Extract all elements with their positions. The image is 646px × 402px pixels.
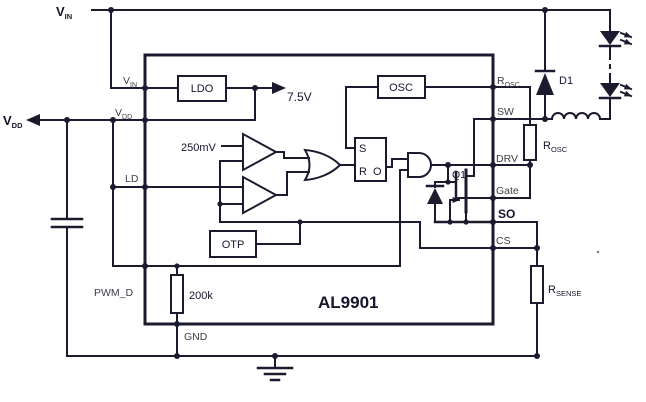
ldo-output-arrow (272, 82, 286, 94)
wire-otp-output (255, 221, 301, 245)
pin-label-drv: DRV (496, 153, 518, 165)
capacitor-input (50, 119, 84, 357)
label-d1: D1 (559, 75, 573, 87)
comparator-top (242, 132, 279, 172)
ground-symbol (256, 355, 294, 382)
pin-label-rosc: ROSC (497, 75, 520, 89)
label-200k: 200k (189, 290, 213, 302)
otp-block (209, 230, 257, 258)
led-2 (598, 83, 633, 120)
print-artifact-dot (596, 250, 600, 254)
wire-vdd-line (26, 114, 256, 126)
zener-gate-protection (425, 181, 445, 223)
wire-drv-gate-tie (492, 159, 531, 199)
label-7v5: 7.5V (287, 90, 312, 104)
wire-comp-bottom-to-or (275, 171, 310, 196)
wire-q1-drain (465, 118, 475, 177)
wire-tie-vdd-ld-pwmd (112, 119, 409, 267)
resistor-rsense (530, 247, 544, 357)
wire-osc-to-rosc-pin (424, 86, 531, 126)
label-rosc-external: ROSC (543, 140, 568, 154)
led1-light-arrow-2 (619, 38, 633, 46)
led2-light-arrow-1 (619, 83, 633, 91)
diode-d1 (534, 9, 556, 120)
pin-label-gnd: GND (184, 331, 208, 343)
label-250mv: 250mV (181, 142, 217, 154)
pin-label-vdd: VDD (115, 107, 132, 121)
ic-part-number: AL9901 (318, 293, 378, 312)
otp-label: OTP (222, 239, 245, 251)
resistor-rosc (492, 124, 537, 199)
wire-latch-out-to-and (385, 158, 409, 168)
osc-label: OSC (389, 82, 413, 94)
sr-latch (354, 137, 387, 182)
latch-set-label: S (359, 143, 366, 155)
vdd-arrow (26, 114, 40, 126)
wire-comparator-inverting-tie (219, 160, 244, 223)
wire-vin-top-rail (91, 9, 611, 89)
label-vdd-output: VDD (3, 113, 23, 130)
and-gate (407, 152, 432, 178)
wire-cs-feedback (219, 221, 494, 249)
label-vin-supply: VIN (56, 4, 72, 21)
wire-so-cs-external (492, 221, 538, 249)
led2-light-arrow-2 (619, 90, 633, 98)
ldo-label: LDO (191, 83, 214, 95)
label-q1: Q1 (452, 169, 466, 181)
pin-label-vin: VIN (123, 75, 137, 89)
led1-light-arrow-1 (619, 31, 633, 39)
pin-label-pwm-d: PWM_D (94, 287, 134, 299)
pin-label-ld: LD (125, 173, 139, 185)
pin-label-cs: CS (496, 235, 511, 247)
wire-ldo-output (225, 82, 286, 121)
junction-dots (64, 7, 548, 359)
label-rsense: RSENSE (548, 284, 581, 298)
latch-reset-label: R (359, 166, 367, 178)
wire-comp-top-to-or (275, 151, 310, 159)
wire-osc-to-set (345, 86, 379, 149)
latch-out-label: O (373, 166, 382, 178)
comparator-bottom (242, 175, 279, 215)
or-gate (275, 148, 356, 196)
pin-label-so: SO (498, 207, 515, 221)
pin-label-gate: Gate (496, 185, 519, 197)
pin-label-sw: SW (497, 106, 514, 118)
inductor (550, 112, 611, 121)
led-1 (598, 31, 633, 48)
resistor-200k (170, 265, 184, 357)
